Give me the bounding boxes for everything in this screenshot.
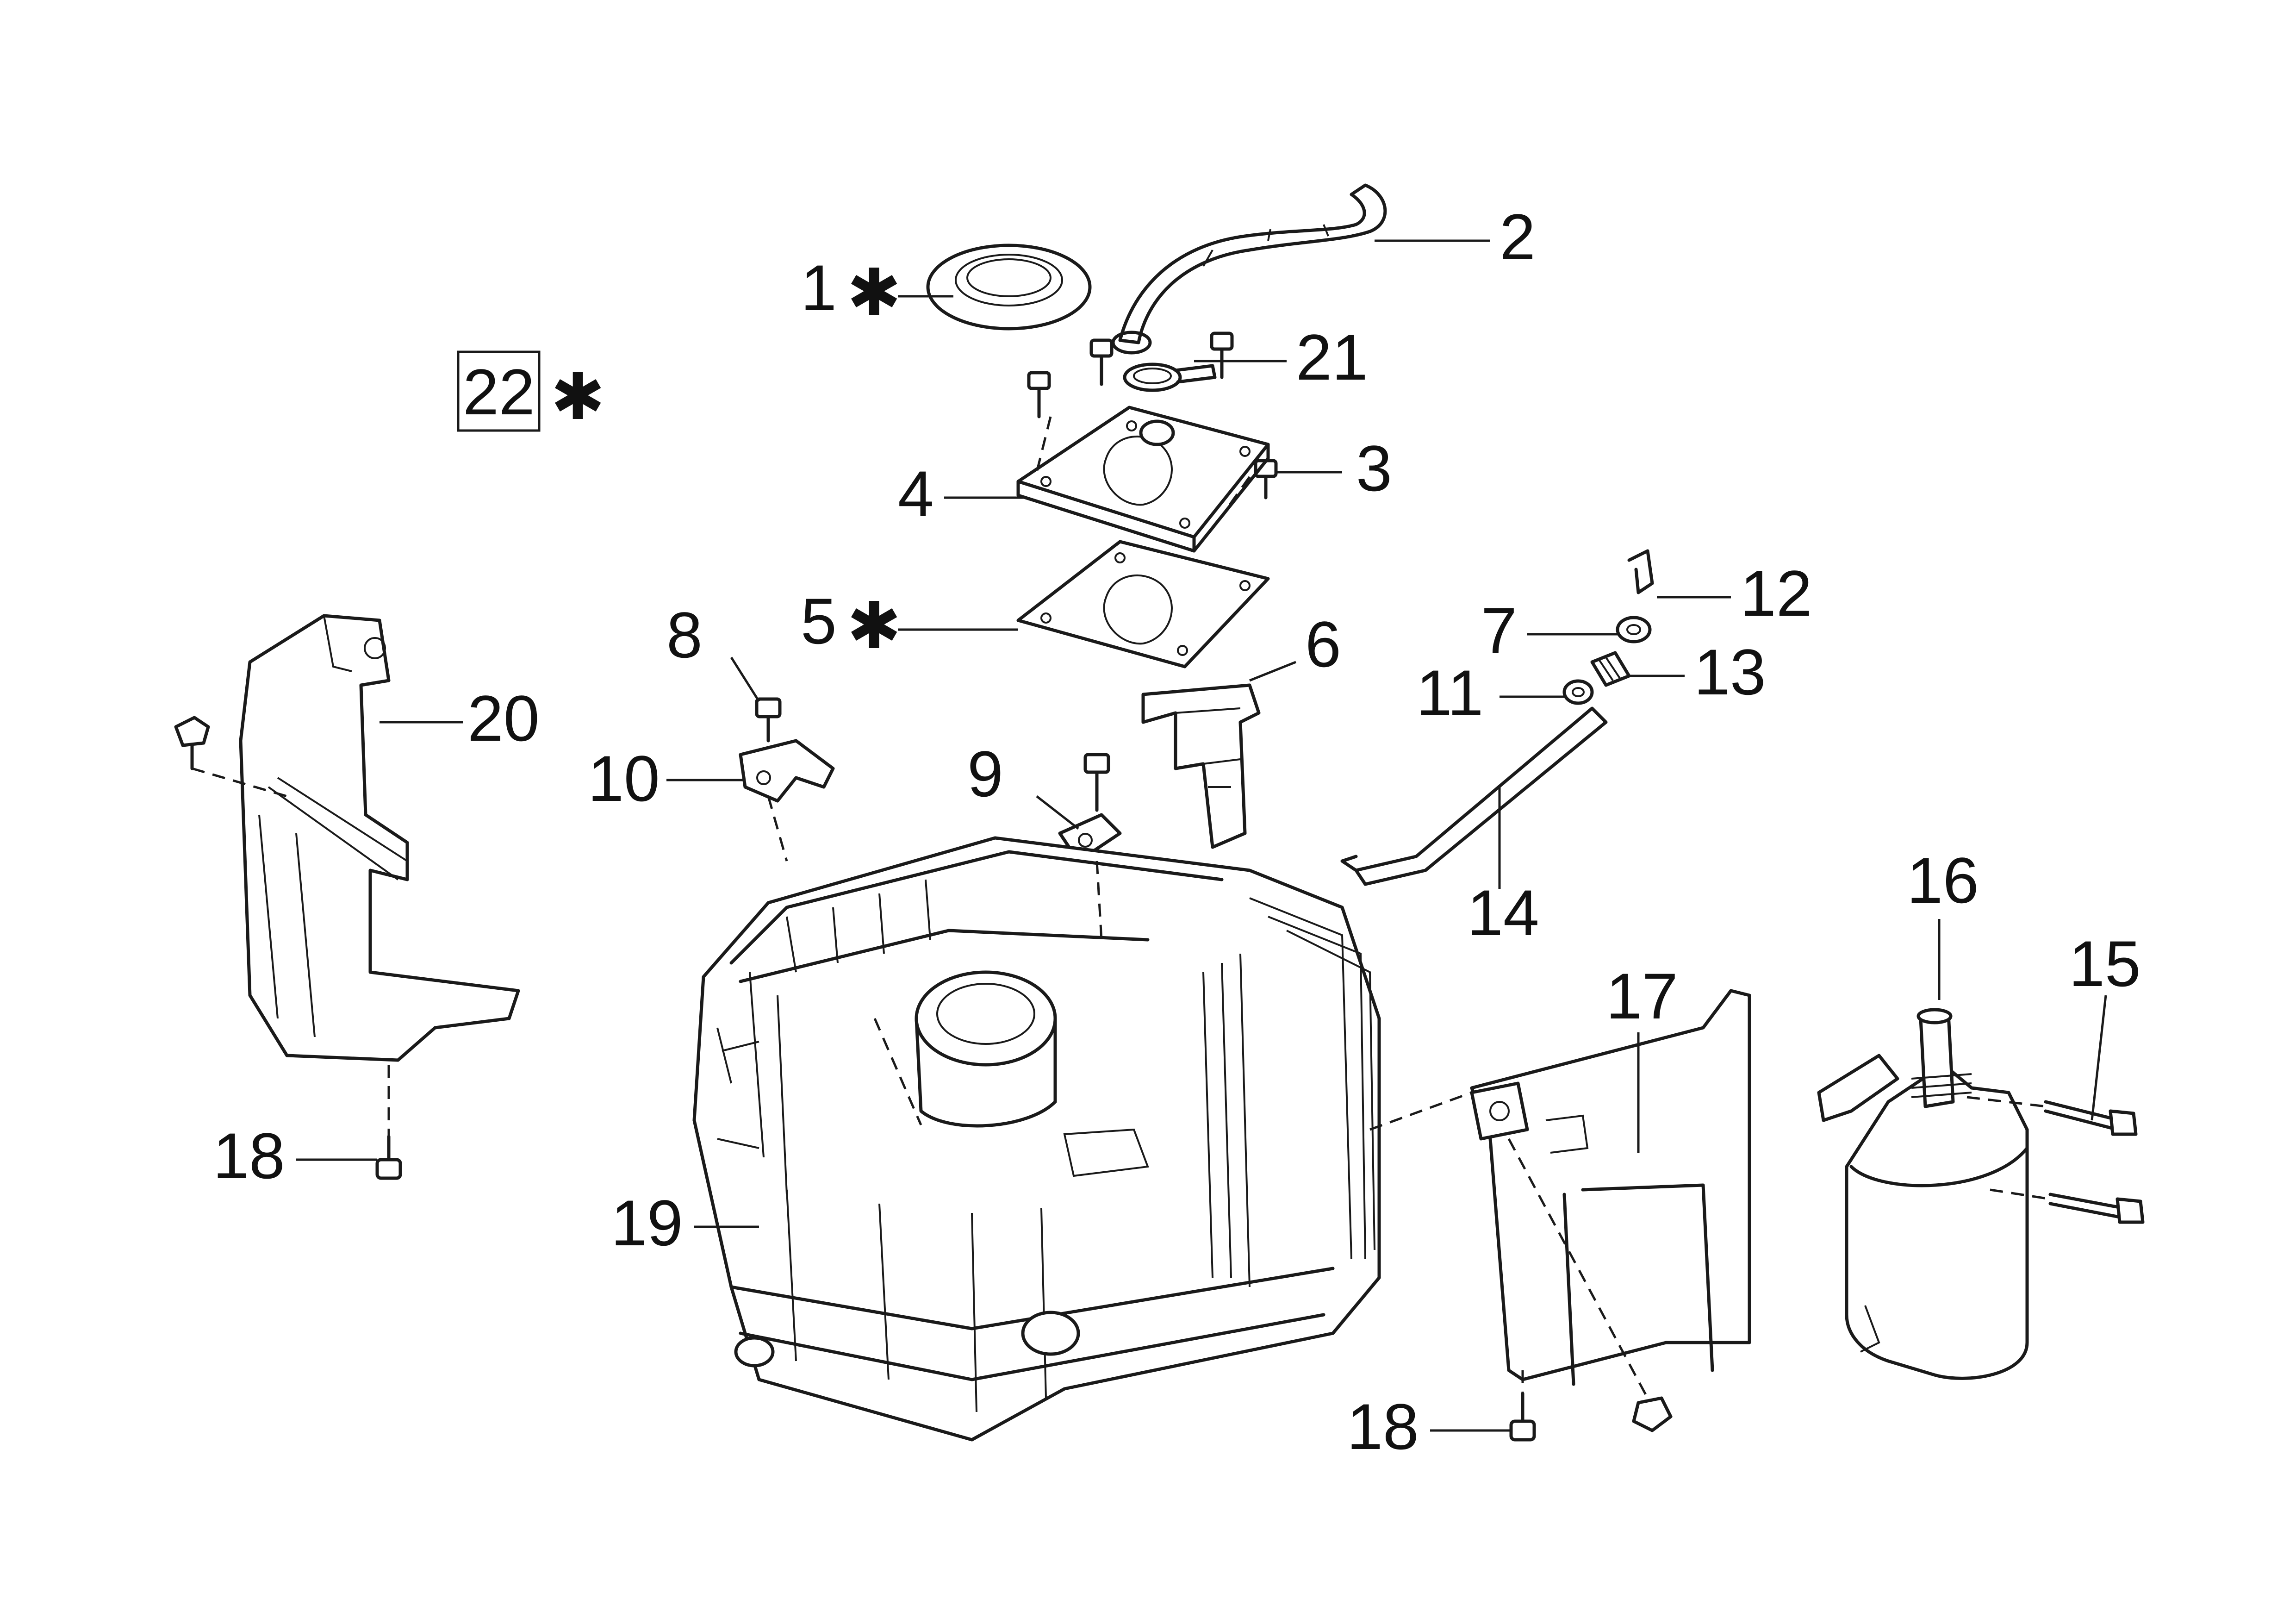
part-cover-gasket bbox=[1016, 540, 1270, 668]
leader-lines bbox=[296, 239, 2107, 1432]
part-hose-clamp bbox=[1123, 362, 1217, 392]
part-oil-seal bbox=[926, 244, 1092, 331]
part-engine-block bbox=[692, 836, 1381, 1442]
part-left-shroud bbox=[239, 614, 520, 1062]
star-marker-1: ✱ bbox=[847, 255, 901, 331]
part-starter-bolts bbox=[2044, 1100, 2145, 1224]
callout-7: 7 bbox=[1481, 594, 1517, 667]
callout-9: 9 bbox=[967, 737, 1003, 810]
callout-17: 17 bbox=[1606, 960, 1678, 1032]
callout-15: 15 bbox=[2069, 927, 2141, 1000]
callout-3: 3 bbox=[1356, 432, 1392, 505]
part-breather-cover bbox=[1016, 406, 1270, 553]
part-small-washer bbox=[1562, 679, 1594, 705]
part-right-shroud bbox=[1470, 989, 1751, 1386]
callout-8: 8 bbox=[666, 599, 703, 671]
callout-19: 19 bbox=[611, 1187, 683, 1259]
callout-12: 12 bbox=[1740, 557, 1812, 630]
callout-14: 14 bbox=[1467, 876, 1539, 949]
part-cover-screws bbox=[1027, 331, 1278, 500]
callout-21: 21 bbox=[1296, 321, 1368, 394]
callout-6: 6 bbox=[1305, 608, 1341, 681]
part-screw-18-right bbox=[1509, 1392, 1673, 1442]
part-starter-motor bbox=[1817, 1008, 2029, 1380]
part-screw-18-left bbox=[375, 1135, 402, 1180]
part-cotter-pin bbox=[1627, 549, 1654, 594]
star-marker-5: ✱ bbox=[847, 588, 901, 664]
callout-10: 10 bbox=[588, 742, 660, 815]
callout-18-left: 18 bbox=[213, 1119, 285, 1192]
callouts: 1 ✱ 2 3 4 5 ✱ 6 7 8 9 10 11 12 13 14 15 … bbox=[213, 200, 2141, 1463]
callout-2: 2 bbox=[1500, 200, 1536, 273]
callout-1: 1 bbox=[801, 251, 837, 324]
part-bolt-9 bbox=[1058, 753, 1122, 863]
assembly-lines bbox=[192, 416, 2051, 1399]
part-baffle-bracket bbox=[1141, 683, 1261, 849]
part-spring bbox=[1590, 651, 1631, 687]
callout-22: 22 bbox=[463, 356, 535, 428]
part-screw-20 bbox=[174, 716, 210, 770]
part-washer bbox=[1616, 616, 1652, 643]
star-marker-22: ✱ bbox=[551, 359, 605, 435]
callout-13: 13 bbox=[1694, 636, 1766, 708]
part-breather-hose bbox=[1111, 183, 1387, 355]
part-bolt-8 bbox=[755, 697, 782, 743]
part-clip-bracket bbox=[739, 739, 835, 803]
callout-4: 4 bbox=[898, 457, 934, 530]
callout-22-box bbox=[457, 350, 541, 432]
callout-18-right: 18 bbox=[1347, 1390, 1419, 1463]
part-link-rod bbox=[1340, 706, 1608, 886]
callout-5: 5 bbox=[801, 585, 837, 657]
callout-16: 16 bbox=[1907, 844, 1979, 917]
callout-20: 20 bbox=[467, 682, 540, 755]
callout-11: 11 bbox=[1416, 656, 1483, 729]
